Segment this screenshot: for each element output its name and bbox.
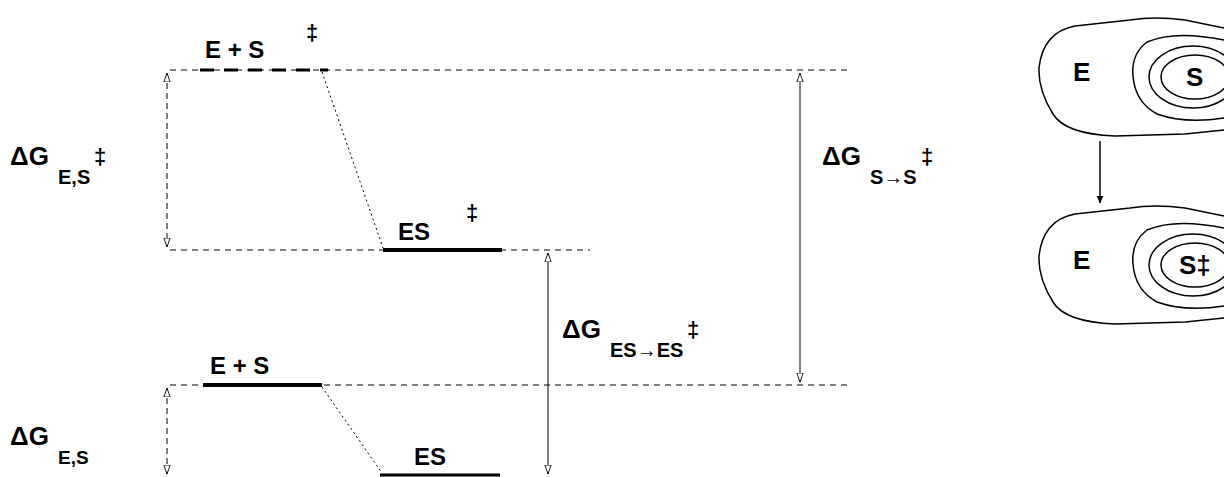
energy-label: ΔG [562, 315, 601, 345]
substrate-shape: S‡ [1147, 230, 1224, 300]
transition-mark: ‡ [94, 144, 106, 169]
energy-label: E + S [210, 352, 269, 380]
energy-label: E,S [58, 166, 90, 189]
reaction-arrow [1099, 141, 1101, 203]
enzyme-shape: ES [1035, 18, 1224, 138]
shape-label: S [1186, 63, 1203, 92]
transition-mark: ‡ [306, 20, 318, 45]
energy-label: ΔG [822, 142, 861, 172]
energy-arrow [167, 73, 168, 247]
transition-mark: ‡ [466, 200, 478, 225]
energy-arrow [800, 73, 801, 382]
energy-arrow [167, 388, 168, 474]
energy-label: ΔG [10, 142, 49, 172]
energy-arrow [548, 253, 549, 474]
energy-label: ES [414, 443, 446, 471]
level-bar [383, 248, 502, 252]
shape-label: E [1073, 58, 1090, 87]
shape-label: E [1073, 246, 1090, 275]
level-bar [380, 474, 500, 477]
energy-label: S→S [870, 166, 917, 189]
enzyme-shape: E S‡ [1035, 206, 1224, 326]
substrate-outline [1147, 42, 1224, 112]
transition-mark: ‡ [921, 144, 933, 169]
energy-label: E,S [58, 447, 89, 469]
substrate-shape: S [1147, 42, 1224, 112]
energy-label: ΔG [10, 422, 49, 452]
energy-label: ES→ES [610, 339, 683, 362]
shape-label: S‡ [1179, 251, 1211, 280]
transition-mark: ‡ [687, 317, 699, 342]
energy-label: E + S [205, 36, 264, 64]
dotted-leader [322, 72, 383, 473]
level-bar [203, 383, 322, 387]
energy-label: ES [398, 218, 430, 246]
guide-lines [170, 70, 850, 385]
level-bar [200, 69, 328, 72]
